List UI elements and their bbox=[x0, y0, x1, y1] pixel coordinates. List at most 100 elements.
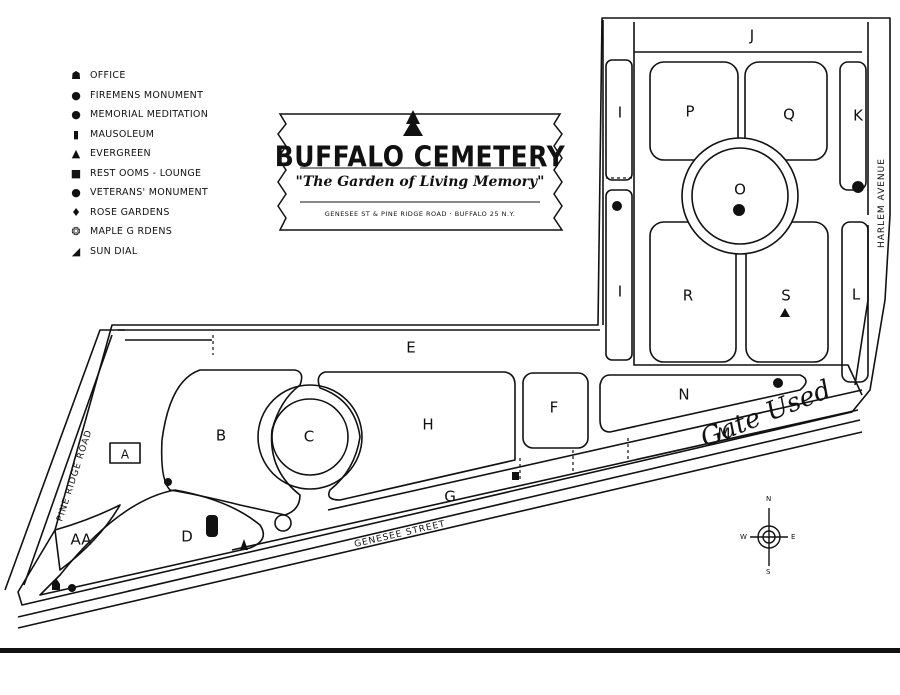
section-s-label: S bbox=[781, 287, 791, 305]
section-d-label: D bbox=[181, 528, 193, 546]
genesee-street-edge-1 bbox=[17, 419, 861, 618]
section-k-label: K bbox=[853, 107, 864, 125]
section-i-bottom bbox=[605, 189, 633, 361]
section-p-label: P bbox=[685, 103, 694, 121]
section-n bbox=[599, 374, 807, 433]
legend-item-mausoleum: ▮ MAUSOLEUM bbox=[62, 125, 262, 145]
section-n-label: N bbox=[678, 386, 689, 404]
office-icon: ☗ bbox=[71, 69, 81, 83]
legend-label: MAUSOLEUM bbox=[90, 128, 155, 140]
section-d bbox=[39, 489, 265, 596]
section-c-label: C bbox=[304, 428, 314, 446]
legend-label: MAPLE G RDENS bbox=[90, 226, 173, 238]
legend-item-rest-rooms: ■ REST OOMS - LOUNGE bbox=[62, 164, 262, 184]
section-o-label: O bbox=[734, 181, 746, 199]
banner-title: BUFFALO CEMETERY bbox=[274, 139, 566, 174]
banner-subtitle: "The Garden of Living Memory" bbox=[295, 174, 545, 190]
banner-address: GENESEE ST & PINE RIDGE ROAD · BUFFALO 2… bbox=[324, 210, 516, 218]
section-e-label: E bbox=[406, 339, 415, 357]
section-r-label: R bbox=[683, 287, 693, 305]
section-c-outer bbox=[257, 384, 363, 490]
cemetery-boundary bbox=[17, 17, 891, 606]
road-m-line bbox=[327, 389, 863, 511]
section-m-label: M bbox=[718, 425, 731, 443]
legend-item-evergreen: ▲ EVERGREEN bbox=[62, 144, 262, 164]
legend-label: MEMORIAL MEDITATION bbox=[90, 109, 209, 121]
firemens-monument-marker bbox=[164, 478, 172, 486]
section-aa bbox=[54, 504, 121, 571]
legend-label: EVERGREEN bbox=[90, 148, 151, 160]
compass-s: S bbox=[766, 568, 771, 576]
section-h bbox=[317, 371, 516, 501]
firemens-monument-icon: ● bbox=[71, 88, 81, 102]
rose-gardens-icon: ♦ bbox=[71, 205, 81, 219]
firemens-marker-2 bbox=[68, 584, 76, 592]
compass-e: E bbox=[791, 533, 796, 541]
memorial-meditation-marker bbox=[733, 204, 745, 216]
section-o-outer bbox=[681, 137, 799, 255]
section-l-label: L bbox=[852, 286, 861, 304]
harlem-boundary-lower bbox=[854, 225, 869, 386]
small-circle bbox=[274, 514, 292, 532]
evergreen-icon: ▲ bbox=[71, 147, 81, 161]
pine-ridge-edge-inner bbox=[23, 334, 113, 586]
rest-rooms-marker bbox=[512, 472, 519, 480]
section-o bbox=[691, 147, 789, 245]
legend-item-sun-dial: ◢ SUN DIAL bbox=[62, 242, 262, 262]
rose-garden-marker bbox=[852, 181, 865, 204]
section-i-top-label: I bbox=[618, 104, 622, 122]
genesee-street-edge-2 bbox=[17, 431, 863, 629]
evergreen-marker bbox=[240, 539, 248, 550]
road-g-line bbox=[231, 409, 859, 551]
banner-frame bbox=[277, 110, 564, 231]
legend-label: SUN DIAL bbox=[90, 245, 138, 257]
road-line-i bbox=[633, 52, 863, 396]
section-a-label: A bbox=[121, 448, 130, 462]
compass-rose bbox=[750, 508, 788, 566]
road-line-j bbox=[633, 22, 862, 53]
legend-label: REST OOMS - LOUNGE bbox=[90, 167, 202, 179]
section-b bbox=[160, 369, 303, 516]
legend-item-veterans: ● VETERANS' MONUMENT bbox=[62, 183, 262, 203]
section-k bbox=[839, 61, 867, 191]
section-c bbox=[271, 398, 349, 476]
section-i-top bbox=[605, 59, 633, 181]
veterans-monument-icon: ● bbox=[71, 186, 81, 200]
compass-n: N bbox=[766, 495, 772, 503]
legend-item-maple: ❂ MAPLE G RDENS bbox=[62, 222, 262, 242]
legend-label: ROSE GARDENS bbox=[90, 206, 170, 218]
section-f-label: F bbox=[550, 399, 559, 417]
section-b-label: B bbox=[216, 427, 226, 445]
legend-label: OFFICE bbox=[90, 70, 126, 82]
veterans-monument-marker bbox=[612, 201, 622, 211]
bottom-rule bbox=[0, 648, 900, 653]
legend-label: VETERANS' MONUMENT bbox=[90, 187, 209, 199]
legend-item-rose: ♦ ROSE GARDENS bbox=[62, 203, 262, 223]
building-a bbox=[109, 442, 141, 464]
section-q-label: Q bbox=[783, 106, 795, 124]
evergreen-tree-icon bbox=[403, 110, 423, 136]
harlem-avenue-label: HARLEM AVENUE bbox=[877, 158, 887, 248]
legend-item-office: ☗ OFFICE bbox=[62, 66, 262, 86]
maple-garden-marker bbox=[773, 378, 783, 388]
mausoleum-icon: ▮ bbox=[72, 127, 80, 141]
office-marker bbox=[52, 578, 60, 590]
cemetery-banner: BUFFALO CEMETERY "The Garden of Living M… bbox=[270, 106, 570, 236]
map-legend: ☗ OFFICE ● FIREMENS MONUMENT ● MEMORIAL … bbox=[62, 66, 262, 261]
section-j-label: J bbox=[749, 27, 754, 45]
maple-gardens-icon: ❂ bbox=[71, 225, 81, 239]
memorial-meditation-icon: ● bbox=[71, 108, 81, 122]
section-l bbox=[841, 221, 869, 383]
section-f bbox=[522, 372, 589, 449]
section-h-label: H bbox=[422, 416, 433, 434]
section-g-label: G bbox=[444, 488, 456, 506]
pine-ridge-edge bbox=[4, 329, 125, 591]
legend-item-memorial: ● MEMORIAL MEDITATION bbox=[62, 105, 262, 125]
compass-w: W bbox=[740, 533, 747, 541]
section-i-bottom-label: I bbox=[618, 283, 622, 301]
legend-label: FIREMENS MONUMENT bbox=[90, 89, 204, 101]
sun-dial-marker bbox=[780, 308, 790, 317]
legend-item-firemens: ● FIREMENS MONUMENT bbox=[62, 86, 262, 106]
section-aa-label: AA bbox=[71, 531, 93, 549]
